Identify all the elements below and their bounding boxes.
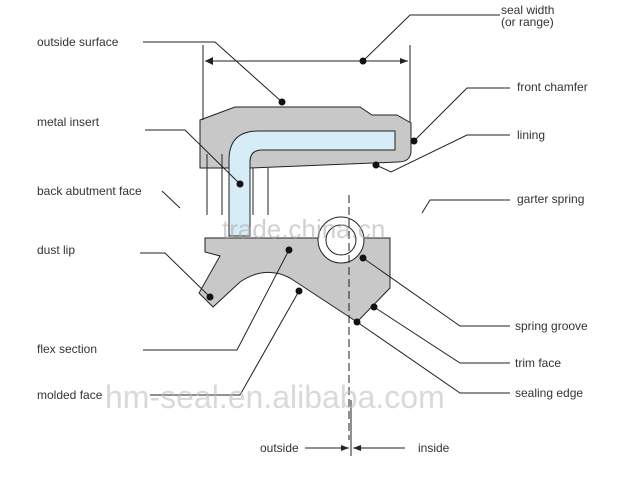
label-garter-spring: garter spring (517, 192, 584, 206)
label-spring-groove: spring groove (515, 319, 588, 333)
label-metal-insert: metal insert (37, 115, 100, 129)
label-trim-face: trim face (515, 356, 561, 370)
label-seal-width-sub: (or range) (501, 15, 554, 29)
label-flex-section: flex section (37, 342, 97, 356)
label-back-abutment-face: back abutment face (37, 184, 142, 198)
label-seal-width: seal width (501, 3, 554, 17)
watermark-center: trade.china.cn (222, 214, 385, 244)
watermark-bottom: hm-seal.en.alibaba.com (105, 379, 445, 415)
leader-lines (140, 14, 510, 396)
label-front-chamfer: front chamfer (517, 80, 588, 94)
metal-insert-shape (228, 130, 396, 237)
label-molded-face: molded face (37, 388, 103, 402)
leader-dots (206, 57, 418, 326)
label-inside: inside (418, 441, 450, 455)
label-lining: lining (517, 128, 545, 142)
label-outside-surface: outside surface (37, 35, 119, 49)
extension-lines (202, 45, 411, 215)
label-dust-lip: dust lip (37, 243, 75, 257)
label-outside: outside (260, 441, 299, 455)
label-sealing-edge: sealing edge (515, 386, 583, 400)
